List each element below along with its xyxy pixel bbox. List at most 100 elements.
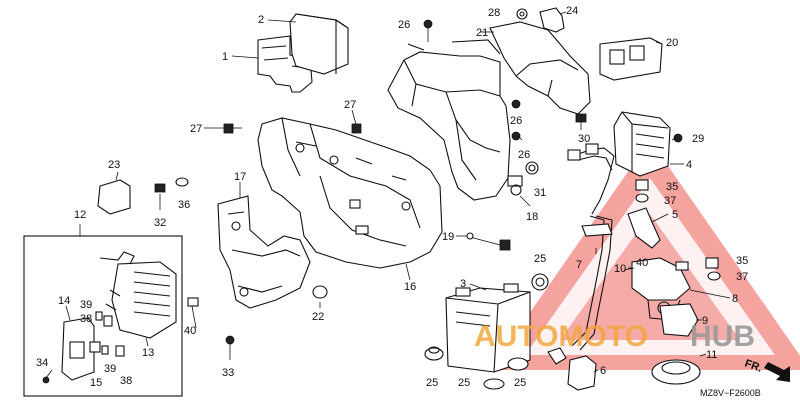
callout-38-b: 38 bbox=[120, 375, 132, 387]
callout-24: 24 bbox=[566, 5, 578, 17]
callout-26-b: 26 bbox=[510, 115, 522, 127]
part-34-screw bbox=[42, 369, 53, 384]
callout-39-b: 39 bbox=[104, 363, 116, 375]
part-23-rubber-cap bbox=[97, 179, 131, 215]
part-40-clip-left bbox=[187, 297, 199, 307]
part-5-bracket bbox=[627, 207, 661, 249]
callout-22: 22 bbox=[312, 311, 324, 323]
part-19-bolt bbox=[465, 232, 511, 251]
callout-32: 32 bbox=[154, 217, 166, 229]
front-arrow-icon bbox=[764, 362, 790, 382]
callout-38-a: 38 bbox=[80, 313, 92, 325]
callout-1: 1 bbox=[222, 51, 228, 63]
callout-23: 23 bbox=[108, 159, 120, 171]
callout-7: 7 bbox=[576, 259, 582, 271]
part-38-fuse-a bbox=[103, 315, 113, 327]
part-9-fuse-holder bbox=[659, 303, 699, 337]
part-37-washer-upper bbox=[635, 193, 649, 203]
part-28-nut bbox=[516, 8, 528, 20]
part-29-screw bbox=[673, 133, 683, 143]
part-24-clip bbox=[539, 7, 565, 33]
callout-3: 3 bbox=[460, 278, 466, 290]
callout-29: 29 bbox=[692, 133, 704, 145]
callout-34: 34 bbox=[36, 357, 48, 369]
callout-2: 2 bbox=[258, 14, 264, 26]
part-32-bolt bbox=[154, 183, 166, 210]
part-11-strap bbox=[651, 359, 701, 385]
callout-15: 15 bbox=[90, 377, 102, 389]
callout-25-a: 25 bbox=[534, 253, 546, 265]
part-26-screw-top bbox=[423, 19, 433, 42]
part-36-collar bbox=[175, 177, 189, 187]
part-39-fuse-b bbox=[101, 345, 109, 355]
callout-17: 17 bbox=[234, 171, 246, 183]
callout-30: 30 bbox=[578, 133, 590, 145]
callout-10: 10 bbox=[614, 263, 626, 275]
callout-25-b: 25 bbox=[426, 377, 438, 389]
callout-13: 13 bbox=[142, 347, 154, 359]
callout-37-a: 37 bbox=[664, 195, 676, 207]
part-25-cap-left bbox=[424, 346, 444, 361]
part-21-side-bracket bbox=[489, 21, 591, 115]
wire-harness bbox=[567, 143, 615, 215]
part-4-regulator bbox=[613, 111, 671, 177]
direction-label: FR. bbox=[743, 358, 764, 375]
watermark-text: AUTOMOTO HUB bbox=[474, 320, 755, 353]
part-20-relay bbox=[599, 37, 663, 81]
part-3-battery bbox=[445, 283, 531, 373]
part-33-bolt bbox=[225, 335, 235, 360]
diagram-code: MZ8V−F2600B bbox=[700, 388, 761, 398]
callout-4: 4 bbox=[686, 159, 692, 171]
callout-20: 20 bbox=[666, 37, 678, 49]
callout-14: 14 bbox=[58, 295, 70, 307]
callout-25-c: 25 bbox=[458, 377, 470, 389]
callout-28: 28 bbox=[488, 7, 500, 19]
part-15-fuse-small bbox=[89, 341, 101, 353]
part-27-screw-left bbox=[223, 123, 242, 134]
callout-31: 31 bbox=[534, 187, 546, 199]
callout-35-b: 35 bbox=[736, 255, 748, 267]
callout-27-b: 27 bbox=[344, 99, 356, 111]
part-16-battery-tray bbox=[257, 117, 443, 269]
part-39-fuse-a bbox=[95, 311, 103, 321]
callout-35-a: 35 bbox=[666, 181, 678, 193]
callout-27-a: 27 bbox=[190, 123, 202, 135]
leader-lines bbox=[65, 11, 731, 373]
part-25-cap-mid bbox=[483, 378, 505, 390]
part-38-fuse-b bbox=[115, 345, 125, 357]
part-22-grommet bbox=[312, 285, 328, 299]
callout-5: 5 bbox=[672, 209, 678, 221]
callout-11: 11 bbox=[706, 349, 717, 361]
part-25-cap-right bbox=[507, 357, 529, 371]
callout-40-a: 40 bbox=[184, 325, 196, 337]
part-14-fuse-cover bbox=[61, 317, 95, 381]
part-31-grommet bbox=[525, 161, 539, 175]
part-7-cable bbox=[571, 215, 613, 351]
part-1-rubber-mount bbox=[257, 35, 313, 93]
callout-18: 18 bbox=[526, 211, 538, 223]
part-18-collar bbox=[507, 175, 523, 196]
watermark-text-hub: HUB bbox=[690, 320, 755, 353]
callout-6: 6 bbox=[600, 365, 606, 377]
part-40-clip-right bbox=[675, 261, 689, 271]
callout-9: 9 bbox=[702, 315, 708, 327]
part-35-nut-upper bbox=[635, 179, 649, 191]
callout-40-b: 40 bbox=[636, 257, 648, 269]
watermark-text-automoto: AUTOMOTO bbox=[474, 320, 648, 353]
part-25-cap-top bbox=[531, 273, 549, 291]
callout-labels: 1 2 3 4 5 6 7 8 9 10 11 12 13 14 15 16 1… bbox=[36, 5, 748, 389]
part-17-bracket bbox=[217, 195, 311, 309]
part-26-screw-low bbox=[511, 131, 521, 141]
part-13-fuse-box bbox=[99, 251, 177, 339]
callout-12: 12 bbox=[74, 209, 86, 221]
part-12-group-frame bbox=[23, 235, 183, 397]
callout-33: 33 bbox=[222, 367, 234, 379]
callout-21: 21 bbox=[476, 27, 488, 39]
callout-19: 19 bbox=[442, 231, 454, 243]
callout-16: 16 bbox=[404, 281, 416, 293]
callout-26-c: 26 bbox=[518, 149, 530, 161]
callout-25-d: 25 bbox=[514, 377, 526, 389]
part-21-upper-tray bbox=[387, 39, 511, 201]
